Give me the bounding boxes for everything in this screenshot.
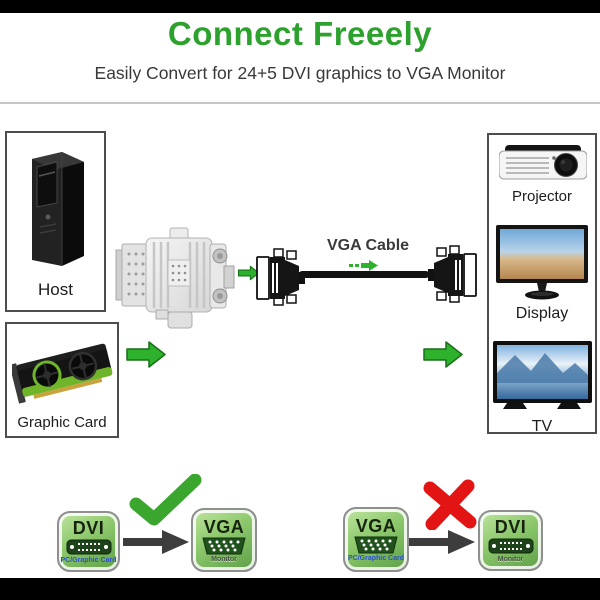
vga-port-label: VGA bbox=[355, 516, 397, 536]
vga-source-badge: VGA PC/Graphic Card bbox=[343, 507, 409, 572]
dvi-port-label: DVI bbox=[72, 518, 105, 538]
display-label: Display bbox=[515, 305, 569, 322]
check-icon bbox=[129, 474, 202, 526]
vga-port-label: VGA bbox=[203, 516, 245, 537]
display-monitor-icon bbox=[496, 225, 588, 300]
dvi-source-badge: DVI PC/Graphic Card bbox=[57, 511, 120, 572]
vga-target-badge: VGA Monitor bbox=[191, 508, 257, 572]
dvi-device-label: PC/Graphic Card bbox=[60, 557, 117, 564]
small-arrow-right-icon bbox=[238, 265, 260, 281]
vga-cable-wire bbox=[299, 271, 429, 278]
top-letterbox-bar bbox=[0, 0, 600, 13]
vga-cable-label: VGA Cable bbox=[326, 237, 410, 254]
dvi-port-icon bbox=[66, 539, 111, 555]
dvi-port-label: DVI bbox=[494, 517, 527, 537]
arrow-right-icon bbox=[409, 530, 475, 554]
vga-port-icon bbox=[354, 536, 398, 554]
graphic-card-box: Graphic Card bbox=[5, 322, 119, 438]
projector-label: Projector bbox=[511, 188, 573, 205]
host-label: Host bbox=[38, 280, 73, 299]
arrow-right-icon bbox=[126, 341, 166, 368]
vga-device-label: Monitor bbox=[211, 555, 237, 563]
dvi-target-badge: DVI Monitor bbox=[478, 510, 543, 571]
outputs-box: Projector Display bbox=[487, 133, 597, 435]
dvi-port-icon bbox=[488, 538, 533, 554]
bottom-letterbox-bar bbox=[0, 578, 600, 600]
vga-device-label: PC/Graphic Card bbox=[347, 555, 404, 562]
arrow-right-icon bbox=[123, 530, 189, 554]
dvi-device-label: Monitor bbox=[497, 556, 524, 563]
graphics-card-icon bbox=[12, 343, 113, 404]
vga-connector-right-icon bbox=[428, 245, 477, 303]
graphic-card-label: Graphic Card bbox=[17, 414, 107, 431]
page-subtitle: Easily Convert for 24+5 DVI graphics to … bbox=[94, 63, 506, 83]
tv-label: TV bbox=[531, 418, 553, 435]
cable-direction-arrow-icon bbox=[349, 260, 378, 271]
vga-connector-left-icon bbox=[256, 248, 305, 306]
page-title: Connect Freeely bbox=[167, 15, 433, 52]
arrow-right-icon bbox=[423, 341, 463, 368]
host-box: Host bbox=[5, 131, 106, 312]
dvi-vga-adapter-icon bbox=[115, 227, 235, 329]
tv-icon bbox=[493, 341, 592, 409]
pc-tower-icon bbox=[32, 152, 84, 266]
projector-icon bbox=[499, 145, 587, 180]
cross-icon bbox=[423, 479, 477, 530]
header-divider bbox=[0, 102, 600, 104]
vga-port-icon bbox=[202, 537, 246, 554]
